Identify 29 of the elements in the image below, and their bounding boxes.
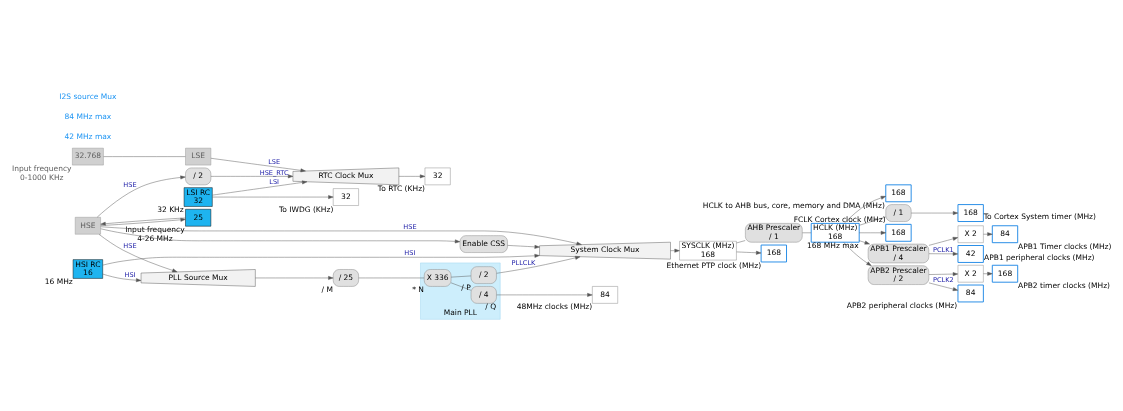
arrow <box>928 251 959 256</box>
arrow <box>928 282 959 291</box>
arrow <box>97 175 186 217</box>
arrow <box>102 273 142 282</box>
arrow <box>100 228 461 243</box>
arrow <box>102 253 540 265</box>
arrow <box>910 210 959 215</box>
arrow <box>210 174 294 178</box>
arrow <box>210 157 306 172</box>
arrow <box>212 180 308 195</box>
arrow <box>983 271 993 276</box>
arrow <box>670 248 680 253</box>
arrow <box>212 194 334 199</box>
arrow <box>859 239 870 244</box>
arrow <box>100 217 186 226</box>
arrow <box>496 255 581 274</box>
arrow <box>983 231 993 236</box>
arrow <box>98 233 178 272</box>
arrow <box>100 225 582 245</box>
arrow <box>844 195 886 224</box>
arrow <box>928 236 959 246</box>
arrow <box>255 275 334 280</box>
arrow <box>496 292 593 297</box>
arrow <box>398 174 426 178</box>
arrow <box>859 230 886 235</box>
arrow <box>928 271 959 276</box>
arrow <box>507 244 540 249</box>
arrow <box>736 250 762 255</box>
arrow <box>843 241 872 266</box>
